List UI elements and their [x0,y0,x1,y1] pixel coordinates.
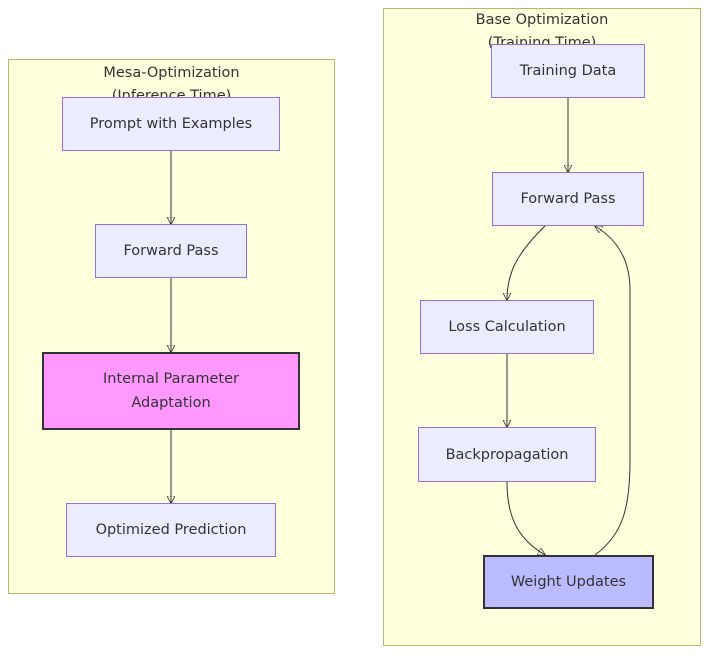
node-mesa-forward-label: Forward Pass [123,243,219,259]
node-loss-calculation: Loss Calculation [420,300,594,354]
node-training-data-label: Training Data [519,63,617,79]
node-weights-label: Weight Updates [510,574,627,590]
node-loss-label: Loss Calculation [448,319,566,335]
node-backpropagation: Backpropagation [418,427,596,482]
node-mesa-forward-pass: Forward Pass [95,224,247,278]
node-weight-updates: Weight Updates [483,555,654,609]
mesa-cluster-title-line1: Mesa-Optimization [103,65,240,81]
node-base-forward-label: Forward Pass [520,191,616,207]
node-prompt-with-examples: Prompt with Examples [62,97,280,151]
node-prediction-label: Optimized Prediction [95,522,247,538]
node-adaptation-label: Internal Parameter Adaptation [103,371,239,411]
node-training-data: Training Data [491,44,645,98]
node-optimized-prediction: Optimized Prediction [66,503,276,557]
node-base-forward-pass: Forward Pass [492,172,644,226]
node-internal-parameter-adaptation: Internal Parameter Adaptation [42,352,300,430]
node-backprop-label: Backpropagation [445,446,569,463]
node-prompt-label: Prompt with Examples [89,116,253,132]
base-cluster-title-line1: Base Optimization [475,12,609,28]
